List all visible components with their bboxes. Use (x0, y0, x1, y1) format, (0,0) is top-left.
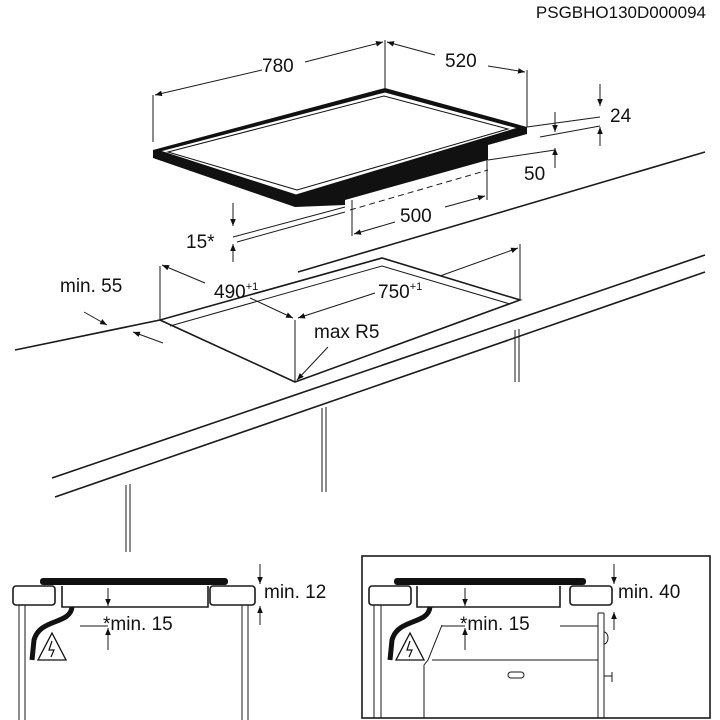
right-bottom-clearance-label: *min. 15 (460, 614, 530, 635)
drawing-code: PSGBHO130D000094 (536, 3, 706, 22)
cabinet-legs (125, 329, 520, 552)
width-label: 780 (262, 56, 294, 77)
depth-label: 520 (445, 51, 477, 72)
thickness-label: 24 (610, 106, 632, 127)
cutout-width-label: 750+1 (378, 281, 422, 303)
right-top-clearance-label: min. 40 (618, 582, 680, 603)
electric-hazard-icon (36, 631, 68, 661)
section-right (361, 555, 711, 719)
left-top-clearance-label: min. 12 (264, 582, 326, 603)
clearance-label: 15* (186, 232, 215, 253)
min-edge-label: min. 55 (60, 276, 122, 297)
body-width-label: 500 (400, 206, 432, 227)
section-left (12, 564, 263, 720)
cutout-depth-label: 490+1 (214, 281, 258, 303)
body-offset-label: 50 (524, 164, 545, 185)
dimension-lines (83, 40, 603, 381)
corner-radius-label: max R5 (314, 322, 379, 343)
hob (153, 88, 601, 243)
left-bottom-clearance-label: *min. 15 (103, 614, 173, 635)
worktop (14, 151, 706, 498)
electric-hazard-icon (394, 631, 426, 661)
oven-handle (507, 671, 525, 679)
